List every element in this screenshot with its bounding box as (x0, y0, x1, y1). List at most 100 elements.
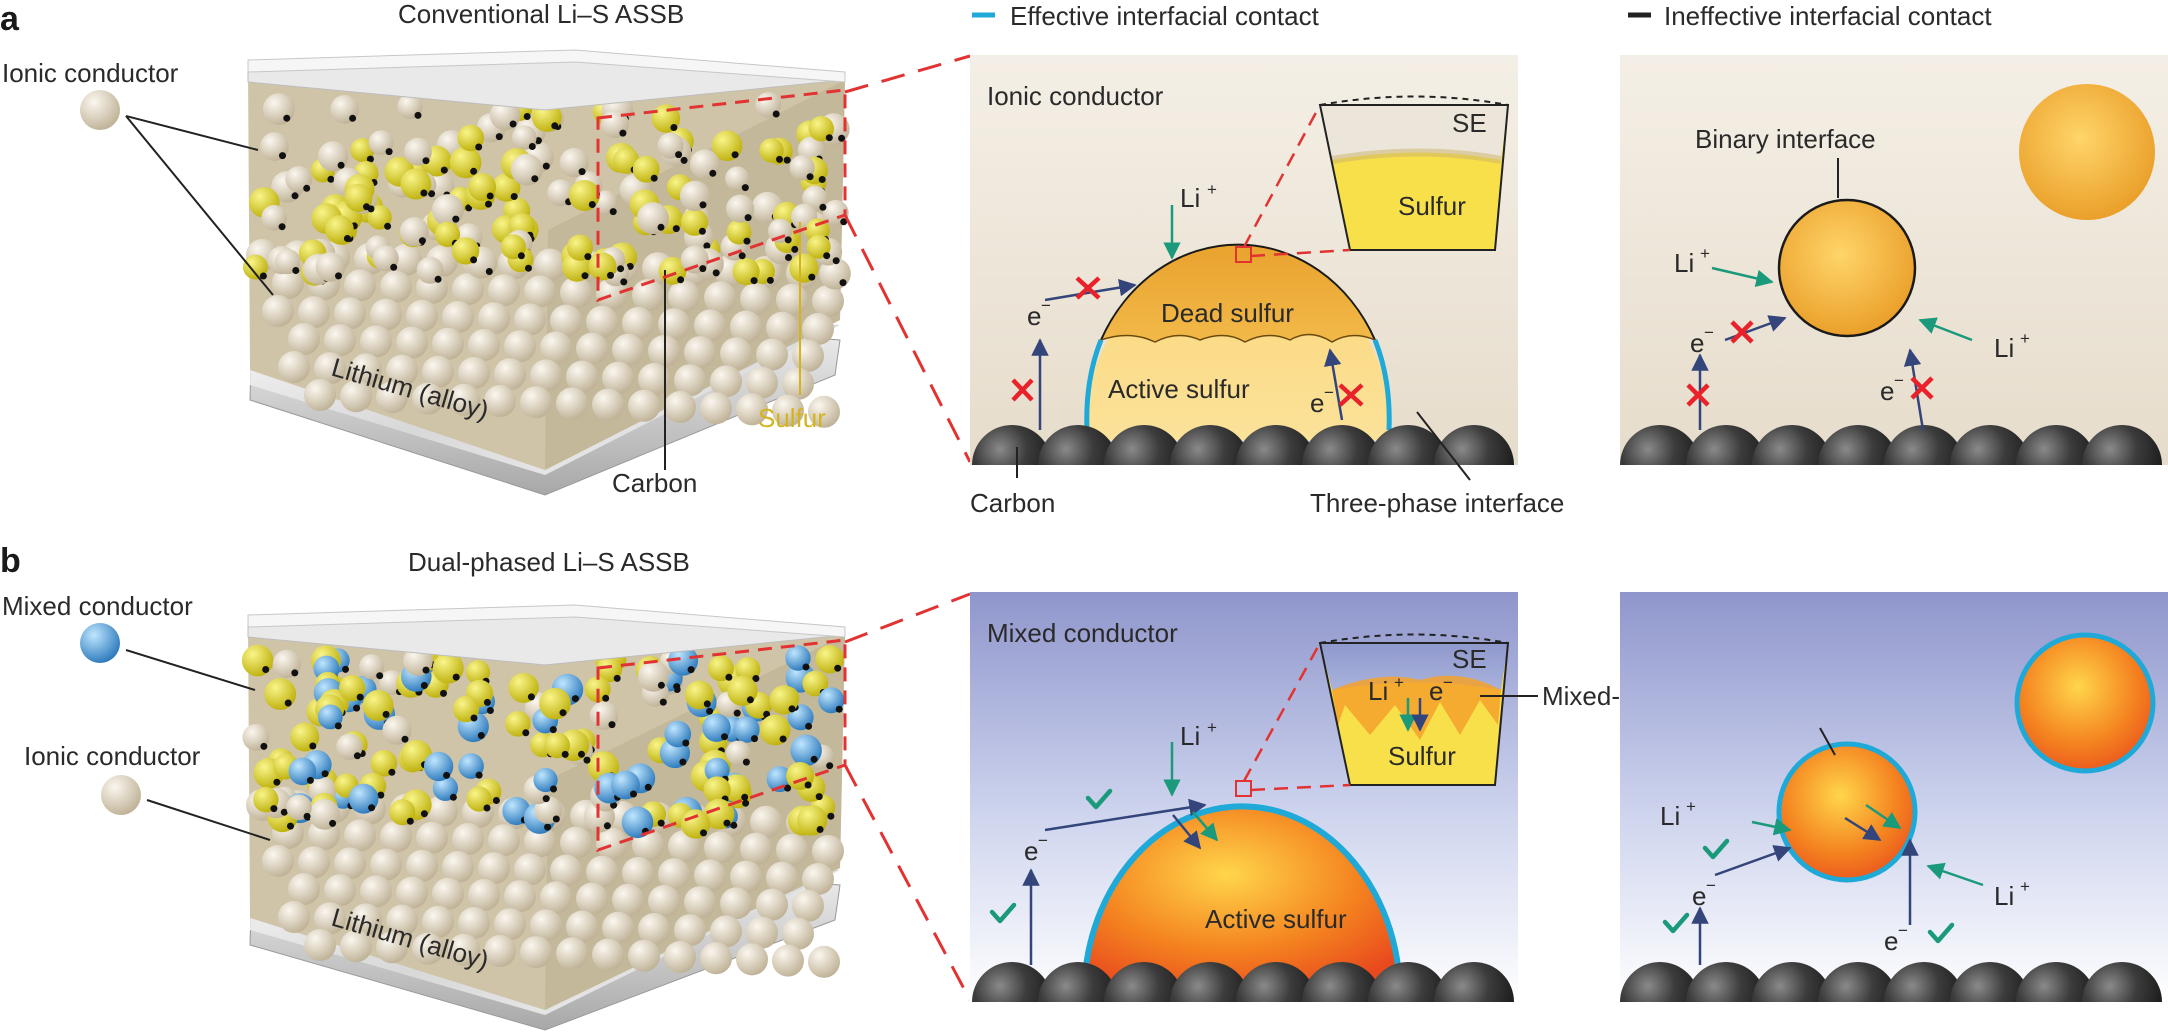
ionic-conductor-bead (272, 267, 304, 299)
ionic-conductor-bead (534, 248, 566, 281)
ionic-conductor-bead (700, 942, 732, 975)
carbon-dot (802, 663, 810, 671)
carbon-dot (733, 709, 741, 717)
carbon-dot (552, 815, 560, 823)
carbon-dot (699, 201, 707, 209)
carbon-dot (551, 122, 559, 130)
carbon-dot (703, 242, 711, 250)
carbon-dot (808, 273, 816, 281)
carbon-dot (343, 235, 351, 242)
carbon-dot (609, 208, 617, 216)
mid-b-e: e (1024, 836, 1038, 866)
carbon-particle (1236, 425, 1316, 465)
carbon-label-mid-a: Carbon (970, 488, 1055, 518)
dead-sulfur-label: Dead sulfur (1161, 298, 1294, 328)
ionic-conductor-bead (350, 353, 382, 386)
carbon-dot (751, 735, 758, 743)
panel-a-middle (970, 55, 1518, 465)
right-b-li-left: Li (1660, 801, 1680, 831)
ionic-conductor-bead (710, 915, 742, 948)
carbon-dot (531, 175, 539, 183)
ionic-conductor-bead (344, 269, 376, 302)
sulfur-bead (350, 138, 375, 163)
carbon-particle (1302, 425, 1382, 465)
carbon-dot (309, 742, 317, 750)
carbon-dot (613, 674, 621, 682)
carbon-dot (657, 681, 665, 689)
carbon-dot (703, 700, 711, 708)
carbon-dot (825, 134, 833, 142)
ionic-conductor-bead (468, 879, 500, 911)
carbon-dot (376, 672, 384, 680)
ionic-conductor-bead (262, 295, 294, 327)
carbon-dot (675, 151, 683, 159)
ionic-conductor-bead (344, 819, 376, 852)
carbon-dot (766, 276, 774, 284)
ionic-conductor-bead (442, 301, 474, 333)
mixed-conductor-bead (533, 767, 558, 793)
right-b-e-left: e (1692, 881, 1706, 911)
carbon-dot (561, 750, 569, 758)
ionic-conductor-bead (710, 365, 742, 398)
carbon-dot (525, 264, 532, 272)
legend-effective-label: Effective interfacial contact (1010, 1, 1320, 31)
ionic-conductor-bead (376, 381, 408, 414)
ionic-conductor-bead (416, 821, 448, 854)
ionic-conductor-bead (360, 325, 392, 358)
ionic-conductor-bead (736, 393, 768, 426)
mid-b-title: Mixed conductor (987, 618, 1178, 648)
ionic-conductor-bead (704, 831, 736, 864)
ionic-conductor-bead (304, 379, 336, 411)
carbon-dot (475, 771, 483, 779)
mid-a-li: Li (1180, 183, 1200, 213)
ionic-conductor-bead (494, 358, 526, 391)
carbon-dot (619, 129, 627, 137)
right-a-li-left-sup: + (1700, 244, 1710, 263)
ionic-conductor-bead (556, 387, 588, 420)
ionic-conductor-bead (586, 855, 618, 888)
ionic-conductor-bead (452, 273, 484, 305)
carbon-dot (832, 257, 840, 265)
carbon-particle (1686, 962, 1766, 1002)
ionic-conductor-bead (592, 938, 624, 971)
carbon-dot (721, 733, 728, 741)
carbon-dot (827, 812, 835, 820)
carbon-dot (270, 805, 278, 813)
ionic-conductor-bead (376, 931, 408, 964)
carbon-dot (677, 276, 685, 284)
ionic-conductor-bead (478, 302, 510, 335)
carbon-dot (342, 665, 349, 673)
carbon-dot (390, 263, 398, 271)
ionic-conductor-bead (478, 852, 510, 885)
carbon-dot (368, 804, 376, 812)
carbon-particle (2016, 425, 2096, 465)
carbon-particle (1884, 425, 1964, 465)
carbon-dot (262, 666, 270, 673)
ionic-conductor-bead (566, 910, 598, 943)
ionic-conductor-bead (750, 805, 782, 838)
carbon-dot (620, 278, 628, 286)
legend-effective: Effective interfacial contact (972, 1, 1320, 31)
ionic-conductor-bead (720, 337, 752, 370)
carbon-dot (680, 156, 688, 164)
carbon-dot (670, 124, 678, 131)
ionic-conductor-bead (520, 936, 552, 969)
carbon-dot (385, 148, 393, 156)
carbon-dot (657, 819, 665, 827)
carbon-dot (353, 704, 361, 712)
carbon-dot (428, 190, 436, 198)
carbon-dot (835, 705, 843, 713)
ionic-conductor-bead (596, 277, 628, 310)
bead-field-a (243, 92, 851, 428)
inset-b-e-sup: − (1443, 673, 1453, 692)
carbon-dot (788, 705, 796, 713)
ionic-conductor-bead (412, 382, 444, 415)
carbon-dot (673, 683, 681, 691)
carbon-dot (742, 758, 750, 766)
carbon-dot (486, 192, 494, 200)
ionic-conductor-bead (628, 939, 660, 972)
carbon-dot (743, 237, 751, 245)
carbon-particle (1818, 425, 1898, 465)
ionic-conductor-bead (740, 282, 772, 315)
carbon-dot (750, 277, 758, 285)
